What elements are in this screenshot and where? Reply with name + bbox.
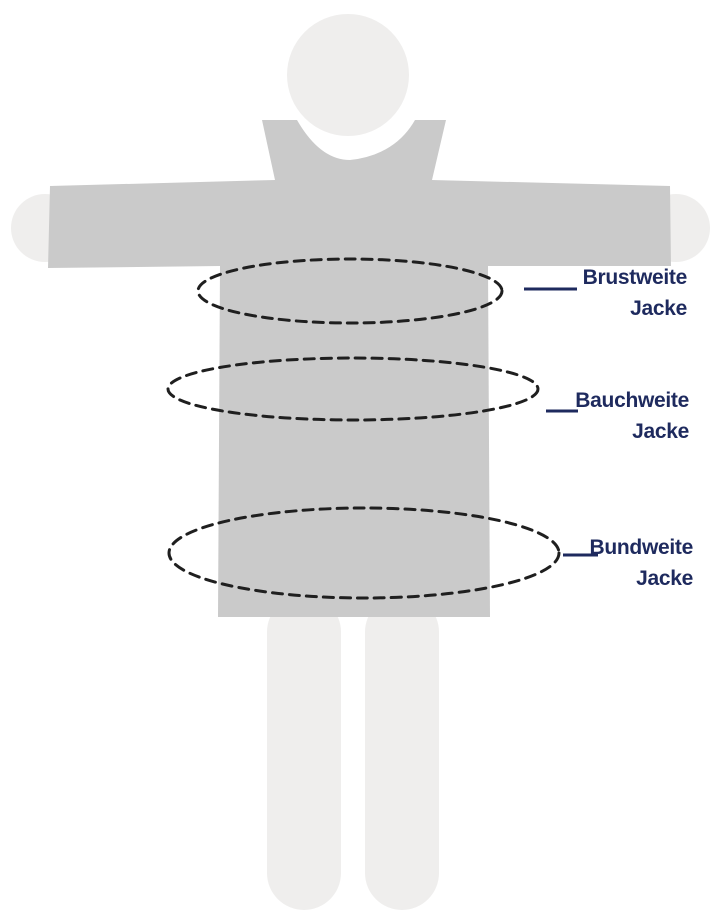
brustweite-label: Brustweite Jacke <box>582 262 688 324</box>
bauchweite-label-line2: Jacke <box>632 420 689 443</box>
right-leg <box>365 595 439 910</box>
head <box>287 14 409 136</box>
bund-measure-line <box>167 506 561 600</box>
bauchweite-label-line1: Bauchweite <box>575 389 689 412</box>
left-leg <box>267 595 341 910</box>
jacket <box>48 120 671 617</box>
brustweite-label-line2: Jacke <box>630 297 687 320</box>
bundweite-label-line2: Jacke <box>636 567 693 590</box>
brustweite-label-line1: Brustweite <box>582 266 688 289</box>
brust-measure-line <box>196 257 504 325</box>
bauchweite-label: Bauchweite Jacke <box>575 385 689 447</box>
bauch-measure-line <box>166 356 540 422</box>
bundweite-label-line1: Bundweite <box>589 536 694 559</box>
bundweite-label: Bundweite Jacke <box>589 532 694 594</box>
